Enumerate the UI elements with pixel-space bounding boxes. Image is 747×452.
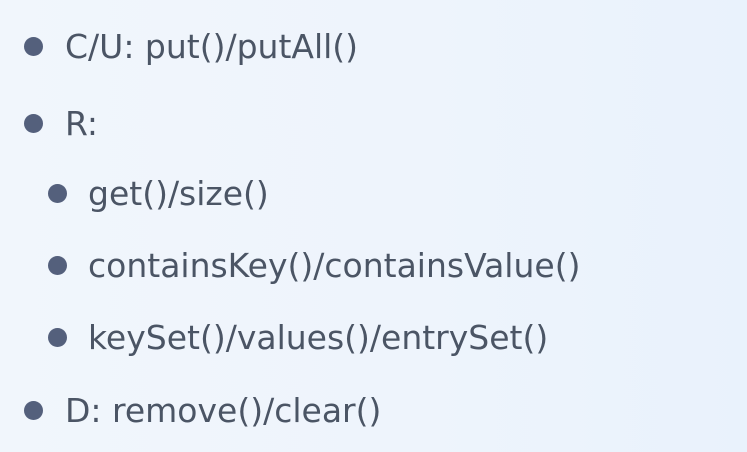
list-item-text: containsKey()/containsValue() (88, 245, 581, 285)
list-item-create-update: C/U: put()/putAll() (24, 21, 358, 71)
sub-list-item-contains: containsKey()/containsValue() (48, 240, 580, 290)
sub-list-item-get-size: get()/size() (48, 168, 269, 218)
bullet-dot-icon (48, 183, 67, 203)
list-item-delete: D: remove()/clear() (24, 385, 381, 435)
bullet-dot-icon (48, 327, 67, 347)
bullet-dot-icon (24, 36, 43, 56)
list-item-text: D: remove()/clear() (65, 390, 382, 430)
list-item-text: C/U: put()/putAll() (65, 26, 359, 66)
list-item-text: keySet()/values()/entrySet() (88, 317, 549, 357)
bullet-dot-icon (24, 113, 43, 133)
bullet-dot-icon (24, 400, 43, 420)
list-item-text: get()/size() (88, 173, 269, 213)
list-item-read: R: (24, 98, 98, 148)
bullet-dot-icon (48, 255, 67, 275)
list-item-text: R: (65, 103, 99, 143)
sub-list-item-views: keySet()/values()/entrySet() (48, 312, 548, 362)
